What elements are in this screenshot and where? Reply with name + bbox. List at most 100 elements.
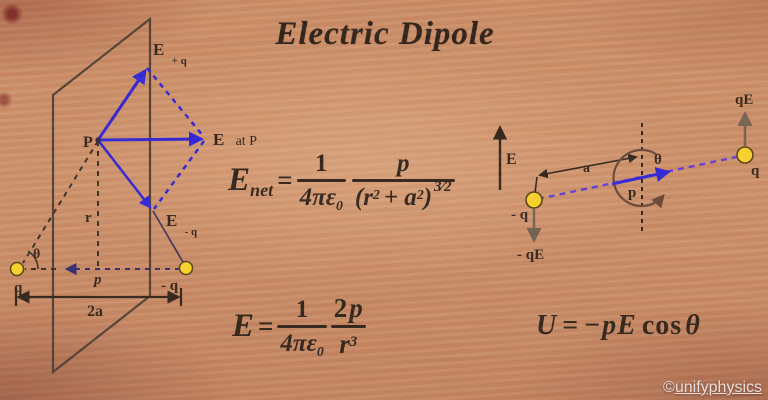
label-e-at-p: E at P <box>213 130 257 149</box>
label-e-plus-base: E <box>153 40 164 59</box>
label-q-neg-right: - q <box>511 207 529 223</box>
label-e-at-p-base: E <box>213 130 224 149</box>
label-e-minus-base: E <box>166 211 177 230</box>
efar-lhs: E <box>232 308 255 344</box>
watermark-name: unifyphysics <box>674 379 762 396</box>
label-neg-qe-text: - qE <box>517 247 544 263</box>
point-p-dot <box>95 137 101 143</box>
enet-lhs-e: E <box>228 162 251 198</box>
efar-frac1-bar <box>277 325 327 328</box>
efar-num2-var: p <box>349 293 363 323</box>
label-e-plus: E + q <box>153 40 188 67</box>
label-2a: 2a <box>87 303 103 320</box>
label-q-neg-right-text: - q <box>511 207 529 223</box>
vector-e-at-p <box>97 131 204 147</box>
charge-plus-q-right <box>736 146 754 164</box>
efar-frac2-den: r3 <box>336 330 360 359</box>
label-q-pos-right: q <box>751 163 760 179</box>
label-q-neg-left: - q <box>161 278 179 294</box>
label-neg-qe: - qE <box>517 247 544 263</box>
vector-e-minus-q <box>97 139 152 209</box>
label-e-at-p-rest: at P <box>236 134 258 149</box>
efar-eq: = <box>258 311 274 341</box>
label-a-text: a <box>583 161 590 176</box>
vector-e-plus-q <box>96 68 147 141</box>
label-p-vector-text: p <box>92 272 102 288</box>
efar-frac2: 2p r3 <box>330 294 366 359</box>
energy-cos: cos <box>641 310 683 341</box>
charge-minus-q-right <box>525 191 543 209</box>
energy-pe: pE <box>602 310 637 341</box>
efar-frac1-den-sub: 0 <box>316 343 324 359</box>
watermark: ©unifyphysics <box>663 379 762 397</box>
label-q-pos-left-text: q <box>14 280 23 296</box>
energy-lhs: U <box>536 310 558 341</box>
label-q-pos-left: q <box>14 280 23 296</box>
label-theta-right-text: θ <box>654 152 662 168</box>
efar-frac2-num: 2p <box>331 294 366 323</box>
enet-den2-a: (r <box>354 184 373 211</box>
formula-e-far: E = 1 4πε0 2p r3 <box>232 294 366 359</box>
enet-frac2-num: p <box>396 150 410 177</box>
charge-plus-q <box>9 261 25 277</box>
enet-frac1-bar <box>296 179 346 182</box>
label-field-e: E <box>506 151 517 168</box>
enet-den2-b: + a <box>383 184 417 211</box>
enet-frac1-num: 1 <box>314 150 328 177</box>
efar-num2-coef: 2 <box>333 293 348 323</box>
label-2a-text: 2a <box>87 303 103 320</box>
label-e-minus-sub: - q <box>185 226 198 238</box>
label-q-neg-left-text: - q <box>161 278 179 294</box>
energy-theta: θ <box>685 310 701 341</box>
label-p-right: p <box>628 185 636 201</box>
label-r: r <box>85 210 92 226</box>
parallelogram-side-lower <box>152 140 206 210</box>
efar-den2-text: r <box>339 329 350 359</box>
enet-frac1-den-sub: 0 <box>336 197 343 213</box>
a-dim-tick <box>534 176 538 194</box>
enet-frac2-den: (r2+ a2)3⁄2 <box>352 180 455 211</box>
label-a: a <box>583 161 590 176</box>
enet-lhs-sub: net <box>250 180 274 201</box>
efar-frac1-den: 4πε0 <box>277 330 326 359</box>
label-p-right-text: p <box>628 185 636 201</box>
label-theta-left: θ <box>33 247 40 262</box>
formula-potential-energy: U = − pE cos θ <box>536 312 706 340</box>
label-e-minus: E - q <box>166 211 198 238</box>
charge-minus-q <box>178 260 194 276</box>
efar-den2-sup: 3 <box>349 334 358 351</box>
energy-minus: − <box>584 310 602 341</box>
enet-frac1-den: 4πε0 <box>297 184 346 213</box>
label-qe: qE <box>735 92 753 108</box>
enet-den2-sup-b: 2 <box>416 186 424 202</box>
enet-frac1: 1 4πε0 <box>296 150 346 213</box>
enet-lhs: Enet <box>228 162 274 201</box>
efar-frac1-den-text: 4πε <box>280 330 317 357</box>
label-field-e-text: E <box>506 151 517 168</box>
label-e-plus-sub: + q <box>172 55 188 67</box>
page-title: Electric Dipole <box>275 16 495 52</box>
enet-eq: = <box>277 165 293 195</box>
enet-den2-c: ) <box>423 184 433 211</box>
label-p-point-text: P <box>83 134 93 151</box>
efar-frac1-num: 1 <box>295 296 309 323</box>
label-q-pos-right-text: q <box>751 163 760 179</box>
enet-frac1-den-text: 4πε <box>299 184 336 211</box>
enet-den2-sup-a: 2 <box>372 186 380 202</box>
formula-e-net: Enet = 1 4πε0 p (r2+ a2)3⁄2 <box>228 150 455 213</box>
parallelogram-side-upper <box>146 67 205 138</box>
label-r-text: r <box>85 210 92 226</box>
label-p-point: P <box>83 134 93 151</box>
efar-frac1: 1 4πε0 <box>277 296 327 359</box>
label-qe-text: qE <box>735 92 753 108</box>
energy-eq: = <box>562 310 580 341</box>
label-theta-right: θ <box>654 152 662 168</box>
vector-p-right <box>611 167 671 186</box>
line-p-to-plus-charge <box>22 140 99 264</box>
label-theta-left-text: θ <box>33 247 40 262</box>
right-diagram: a θ p - q - qE q qE <box>511 92 760 263</box>
enet-frac2: p (r2+ a2)3⁄2 <box>351 150 455 211</box>
left-diagram: P E + q E at P E - q r p θ q - q 2a <box>9 16 257 375</box>
label-p-vector: p <box>92 272 102 288</box>
